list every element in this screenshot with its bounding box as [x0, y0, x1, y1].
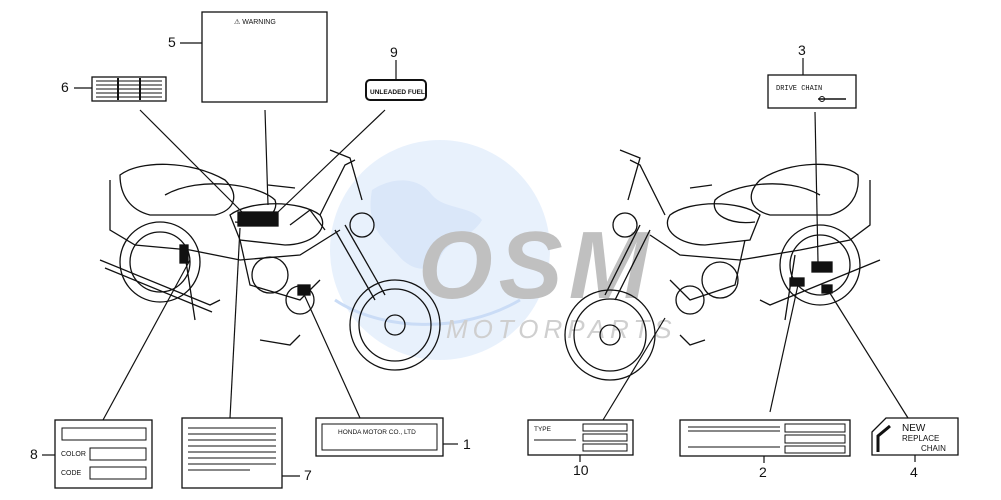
- manufacturer-text: HONDA MOTOR CO., LTD: [338, 429, 416, 436]
- type-field-label: TYPE: [534, 426, 552, 433]
- label-5-warning: ⚠ WARNING: [180, 11, 328, 103]
- label-4-replace-chain: NEW REPLACE CHAIN: [871, 417, 959, 462]
- callout-8: 8: [30, 446, 38, 462]
- callout-9: 9: [390, 44, 398, 60]
- motorcycle-right-view: [564, 149, 881, 381]
- label-9-unleaded-fuel: UNLEADED FUEL: [365, 60, 427, 101]
- callout-6: 6: [61, 79, 69, 95]
- label-3-drive-chain: DRIVE CHAIN: [767, 58, 857, 109]
- motorcycle-left-view: [99, 149, 441, 371]
- callout-3: 3: [798, 42, 806, 58]
- watermark-logo: OSM MOTORPARTS: [330, 140, 677, 360]
- callout-2: 2: [759, 464, 767, 480]
- label-1-manufacturer-plate: HONDA MOTOR CO., LTD: [315, 417, 458, 457]
- callout-1: 1: [463, 436, 471, 452]
- callout-5: 5: [168, 34, 176, 50]
- callout-7: 7: [304, 467, 312, 483]
- label-2-info-plate: [679, 419, 851, 463]
- new-text: NEW: [902, 423, 926, 434]
- label-8-color-code: COLOR CODE: [42, 419, 153, 489]
- callout-4: 4: [910, 464, 918, 480]
- leader-lines: [102, 109, 909, 421]
- replace-text: REPLACE: [902, 434, 939, 443]
- color-field-label: COLOR: [61, 451, 86, 458]
- unleaded-fuel-text: UNLEADED FUEL: [370, 89, 425, 96]
- label-7-info-plate: [181, 417, 300, 489]
- label-10-type: TYPE: [527, 419, 634, 462]
- callout-10: 10: [573, 462, 589, 478]
- watermark-subtitle: MOTORPARTS: [446, 314, 677, 344]
- warning-heading: ⚠ WARNING: [234, 18, 276, 26]
- drive-chain-text: DRIVE CHAIN: [776, 85, 822, 93]
- watermark-globe-land: [370, 180, 482, 269]
- label-6-tire-info: [74, 76, 167, 102]
- code-field-label: CODE: [61, 470, 82, 477]
- watermark-brand: OSM: [418, 212, 655, 319]
- chain-text: CHAIN: [921, 444, 946, 453]
